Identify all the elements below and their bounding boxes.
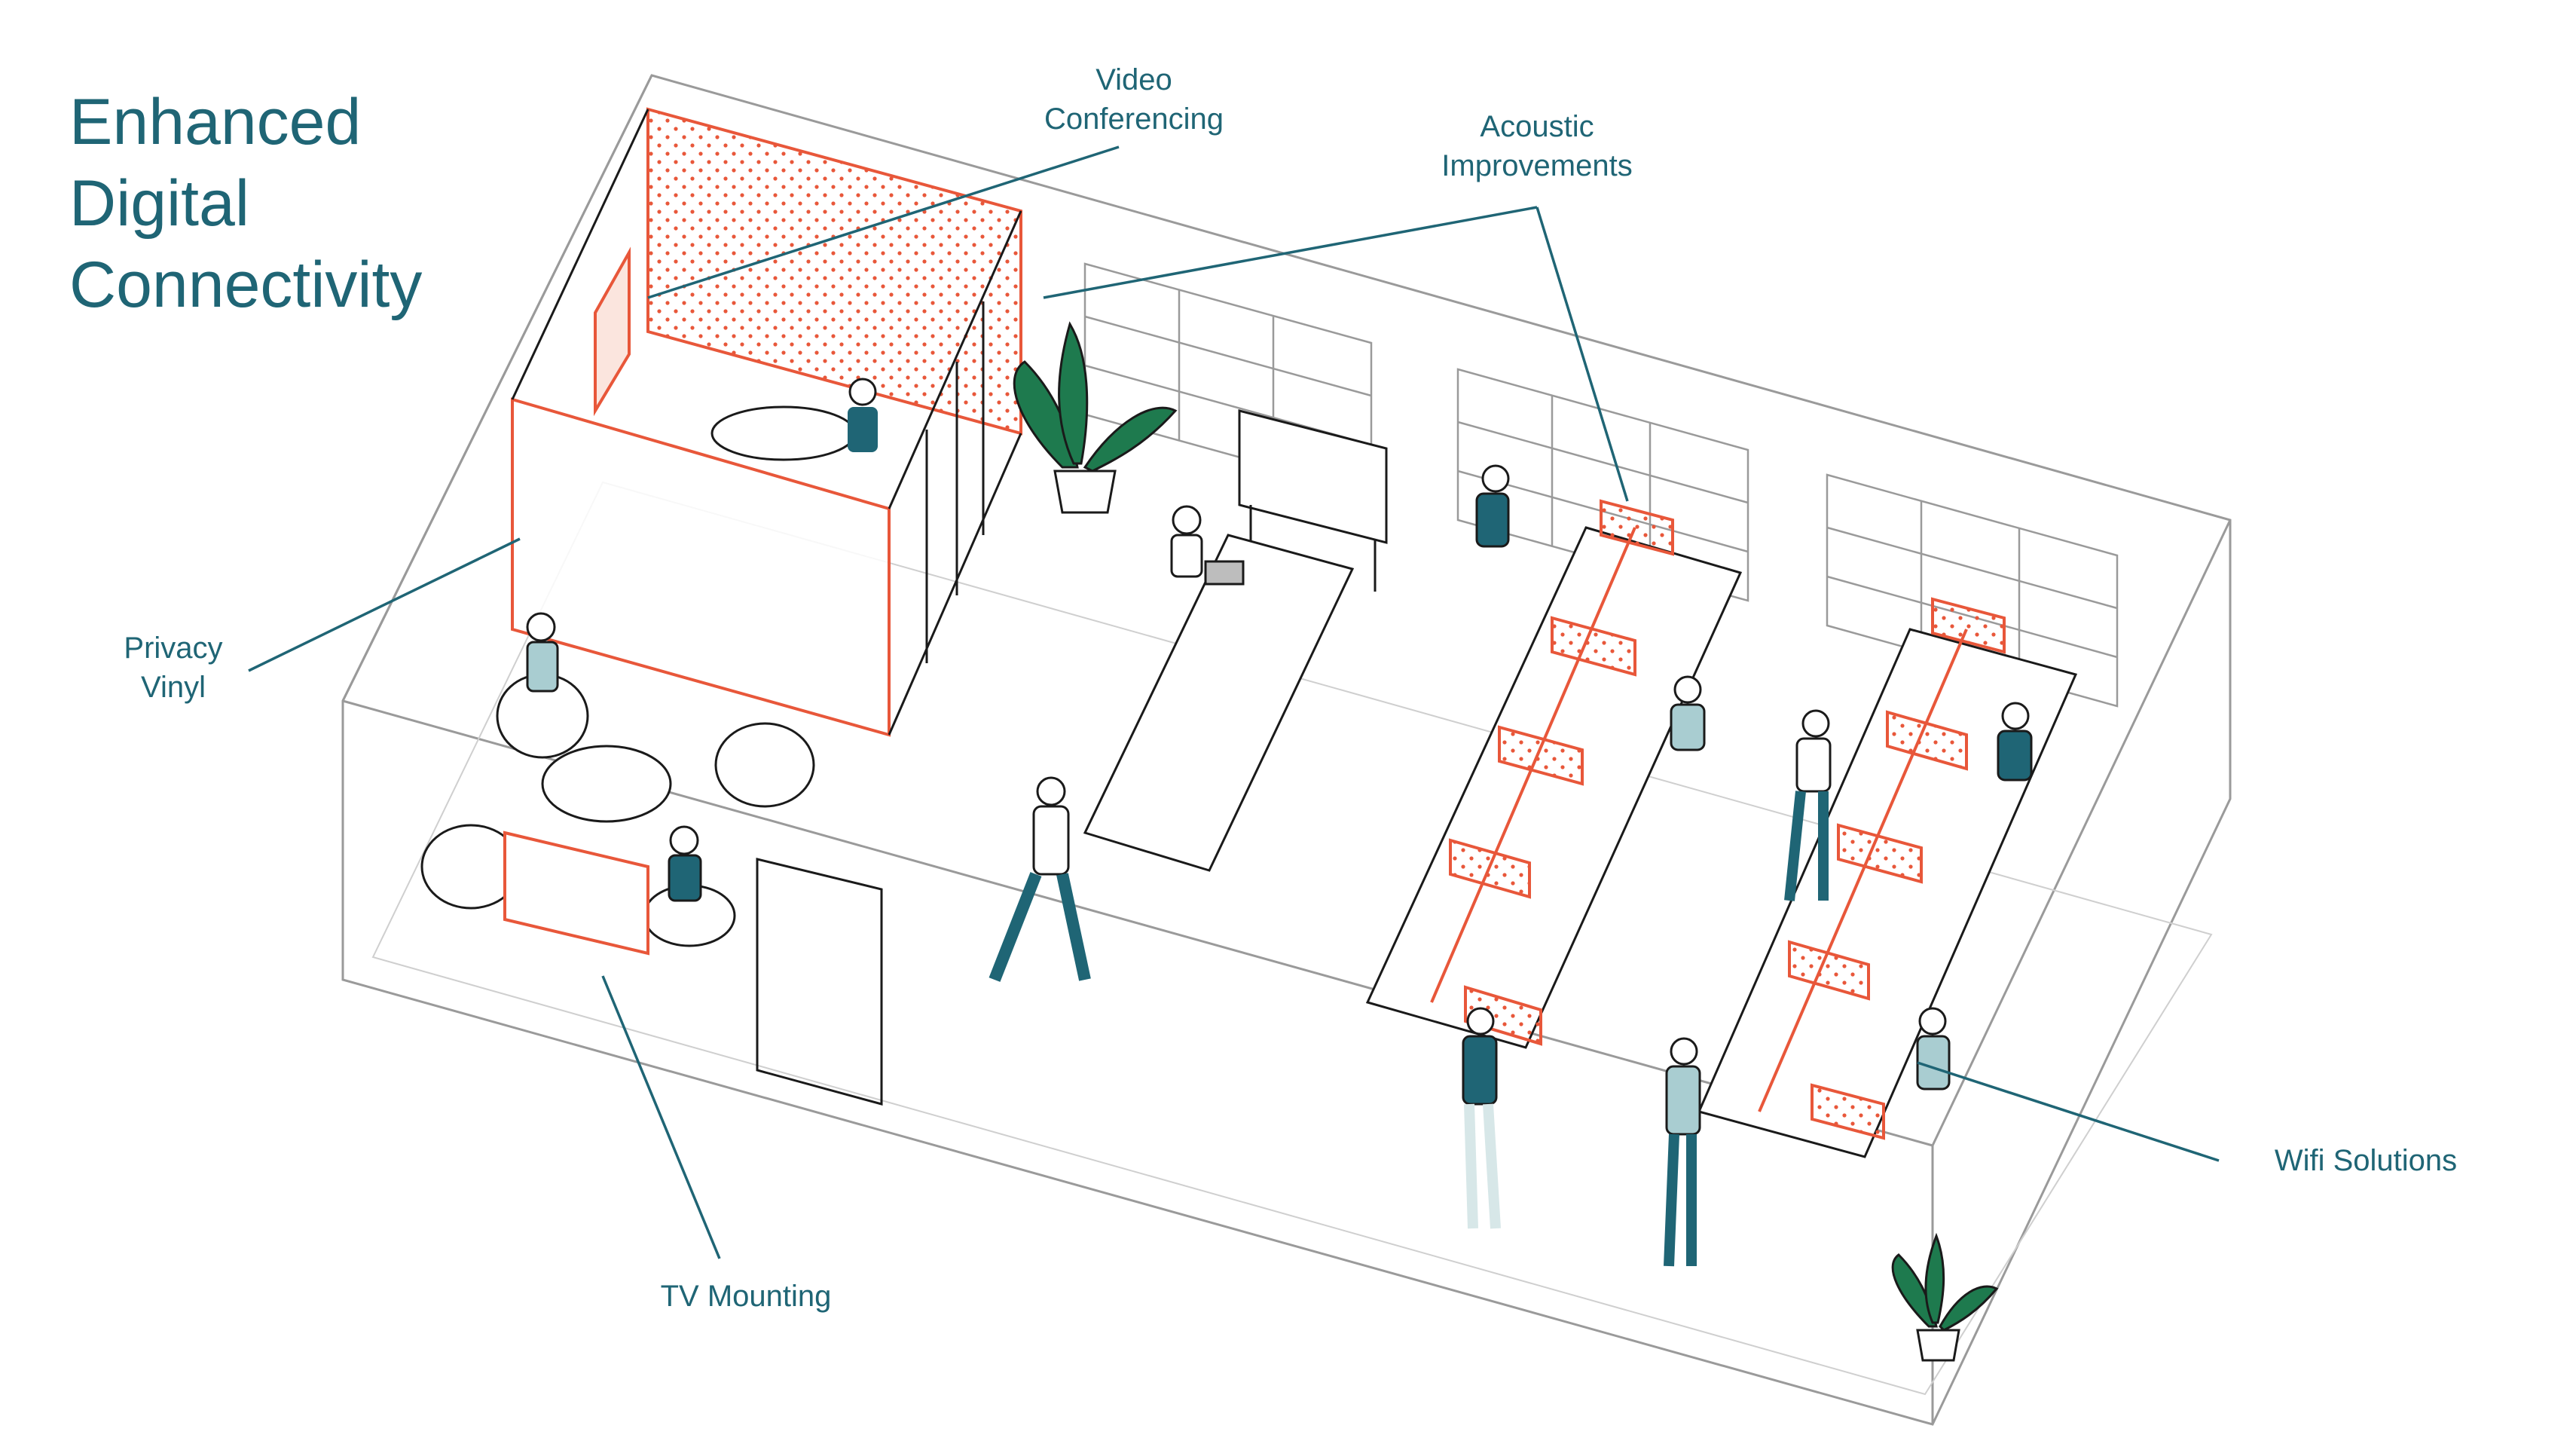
callout-wifi-solutions: Wifi Solutions: [2223, 1141, 2509, 1180]
desk-row-1: [1365, 499, 1743, 1049]
title-line-3: Connectivity: [69, 249, 423, 321]
callout-privacy-line-2: Vinyl: [141, 671, 206, 704]
people: [989, 464, 2033, 1267]
callout-privacy-vinyl: Privacy Vinyl: [90, 629, 256, 707]
page-title: Enhanced Digital Connectivity: [69, 81, 597, 326]
callout-leaders: [248, 145, 2220, 1259]
callout-video-line-1: Video: [1095, 63, 1172, 96]
callout-acoustic-line-2: Improvements: [1441, 149, 1633, 182]
desk-row-2: [1697, 597, 2078, 1158]
callout-acoustic-line-1: Acoustic: [1480, 110, 1594, 143]
meeting-zone: [1083, 409, 1388, 872]
video-conference-room: [511, 107, 1022, 737]
plant-large: [1013, 321, 1178, 514]
callout-acoustic-improvements: Acoustic Improvements: [1401, 107, 1673, 185]
back-windows: [1083, 262, 2119, 708]
callout-tv-mounting: TV Mounting: [618, 1277, 874, 1316]
callout-video-conferencing: Video Conferencing: [1002, 60, 1266, 139]
callout-wifi-line-1: Wifi Solutions: [2274, 1144, 2458, 1177]
plant-small: [1891, 1232, 1999, 1362]
title-line-1: Enhanced: [69, 86, 362, 158]
callout-tv-line-1: TV Mounting: [660, 1280, 832, 1313]
callout-privacy-line-1: Privacy: [124, 632, 223, 665]
lounge-area: [420, 612, 883, 1106]
callout-video-line-2: Conferencing: [1044, 102, 1224, 136]
title-line-2: Digital: [69, 167, 249, 240]
